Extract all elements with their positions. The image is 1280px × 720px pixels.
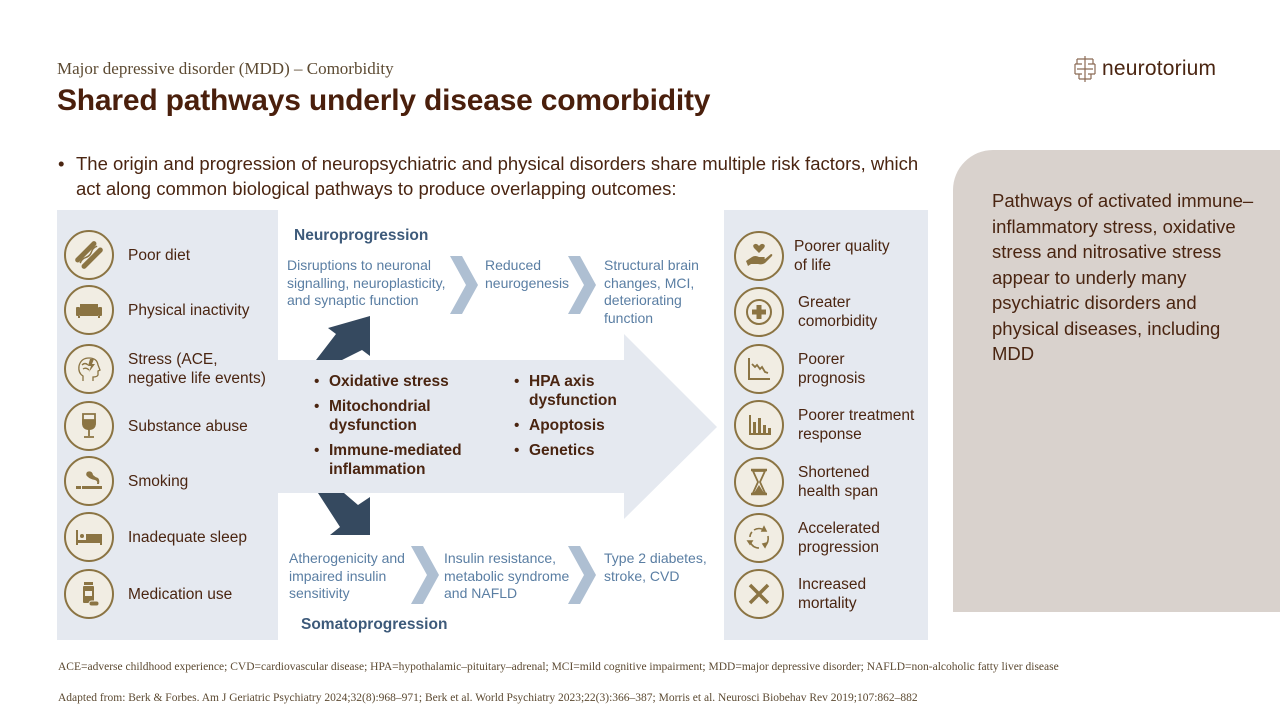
neurotorium-logo: neurotorium <box>1072 54 1216 84</box>
risk-factor-label: Substance abuse <box>128 417 248 435</box>
chevron-right-icon <box>450 256 478 314</box>
heart-hand-icon <box>734 231 784 281</box>
risk-factor-medication-use: Medication use <box>64 569 232 619</box>
side-panel-text: Pathways of activated immune–inflammator… <box>992 190 1254 364</box>
mechanism-item: Immune-mediated inflammation <box>314 441 494 479</box>
risk-factor-label: Stress (ACE, negative life events) <box>128 351 266 387</box>
wine-glass-icon <box>64 401 114 451</box>
medical-plus-icon <box>734 287 784 337</box>
abbreviations-footnote: ACE=adverse childhood experience; CVD=ca… <box>58 661 1059 673</box>
source-footnote: Adapted from: Berk & Forbes. Am J Geriat… <box>58 692 918 704</box>
risk-factor-physical-inactivity: Physical inactivity <box>64 285 249 335</box>
page-title: Shared pathways underly disease comorbid… <box>57 84 711 117</box>
mechanisms-list-left: Oxidative stress Mitochondrial dysfuncti… <box>314 372 494 485</box>
risk-factor-label: Physical inactivity <box>128 301 250 319</box>
risk-factor-poor-diet: Poor diet <box>64 230 190 280</box>
neuroprogression-heading: Neuroprogression <box>294 227 429 244</box>
chevron-right-icon <box>568 256 596 314</box>
outcome-label: Greater comorbidity <box>798 294 878 330</box>
cycle-arrows-icon <box>734 513 784 563</box>
chevron-right-icon <box>568 546 596 604</box>
logo-text: neurotorium <box>1102 57 1217 80</box>
risk-factor-smoking: Smoking <box>64 456 188 506</box>
outcome-shortened-health-span: Shortened health span <box>734 457 898 507</box>
mechanism-item: Mitochondrial dysfunction <box>314 397 494 435</box>
outcome-greater-comorbidity: Greater comorbidity <box>734 287 898 337</box>
risk-factor-inadequate-sleep: Inadequate sleep <box>64 512 247 562</box>
arrow-up-to-neuroprogression-icon <box>316 316 370 360</box>
section-subtitle: Major depressive disorder (MDD) – Comorb… <box>57 59 394 78</box>
neuroprogression-step-2: Reduced neurogenesis <box>485 257 570 291</box>
mechanism-item: Apoptosis <box>514 416 634 435</box>
hourglass-icon <box>734 457 784 507</box>
chevron-right-icon <box>411 546 439 604</box>
x-cross-icon <box>734 569 784 619</box>
outcome-label: Increased mortality <box>798 576 867 612</box>
mechanisms-list-right: HPA axis dysfunction Apoptosis Genetics <box>514 372 634 466</box>
somatoprogression-heading: Somatoprogression <box>301 616 448 633</box>
outcome-poorer-quality-of-life: Poorer quality of life <box>734 231 904 281</box>
cigarette-icon <box>64 456 114 506</box>
outcome-poorer-treatment-response: Poorer treatment response <box>734 400 923 450</box>
risk-factor-stress: Stress (ACE, negative life events) <box>64 344 278 394</box>
outcome-label: Shortened health span <box>798 464 879 500</box>
risk-factor-label: Medication use <box>128 585 233 603</box>
somatoprogression-step-1: Atherogenicity and impaired insulin sens… <box>289 550 405 601</box>
neuroprogression-step-1: Disruptions to neuronal signalling, neur… <box>287 257 446 308</box>
outcome-increased-mortality: Increased mortality <box>734 569 898 619</box>
bullet-marker: • <box>58 153 65 174</box>
neuroprogression-step-3: Structural brain changes, MCI, deteriora… <box>604 257 699 326</box>
sofa-icon <box>64 285 114 335</box>
outcome-label: Poorer quality of life <box>794 238 890 274</box>
risk-factor-label: Poor diet <box>128 246 191 264</box>
somatoprogression-step-3: Type 2 diabetes, stroke, CVD <box>604 550 707 584</box>
declining-chart-icon <box>734 344 784 394</box>
neuron-logo-icon <box>1074 56 1096 82</box>
risk-factor-label: Inadequate sleep <box>128 528 247 546</box>
side-panel <box>953 150 1280 612</box>
risk-factor-substance-abuse: Substance abuse <box>64 401 248 451</box>
intro-bullet: • The origin and progression of neuropsy… <box>58 151 928 201</box>
mechanism-item: Oxidative stress <box>314 372 494 391</box>
stressed-head-icon <box>64 344 114 394</box>
outcome-accelerated-progression: Accelerated progression <box>734 513 898 563</box>
bed-icon <box>64 512 114 562</box>
hotdog-icon <box>64 230 114 280</box>
somatoprogression-step-2: Insulin resistance, metabolic syndrome a… <box>444 550 570 601</box>
arrow-down-to-somatoprogression-icon <box>318 493 370 535</box>
risk-factor-label: Smoking <box>128 472 189 490</box>
mechanism-item: Genetics <box>514 441 634 460</box>
intro-text: The origin and progression of neuropsych… <box>76 153 919 199</box>
outcome-label: Accelerated progression <box>798 520 880 556</box>
pill-bottle-icon <box>64 569 114 619</box>
outcome-label: Poorer treatment response <box>798 407 915 443</box>
bar-chart-icon <box>734 400 784 450</box>
outcome-poorer-prognosis: Poorer prognosis <box>734 344 898 394</box>
mechanism-item: HPA axis dysfunction <box>514 372 634 410</box>
outcome-label: Poorer prognosis <box>798 351 866 387</box>
